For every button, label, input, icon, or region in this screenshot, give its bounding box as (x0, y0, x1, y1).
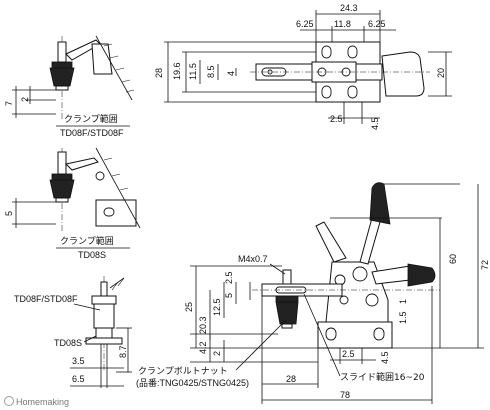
dim-60: 60 (448, 254, 458, 264)
end-view: TD08F/STD08F TD08S 8.7 3.5 6.5 (14, 276, 132, 388)
detail-td08s: 5 クランプ範囲 TD08S (4, 147, 141, 260)
front-pivot (339, 295, 349, 305)
detail1-tip (55, 85, 69, 91)
dim-72: 72 (480, 260, 490, 270)
front-arm-raised (315, 221, 347, 263)
brand-name: Homemaking (16, 397, 70, 407)
dim-6-25-left: 6.25 (296, 19, 314, 29)
front-base-hole (373, 327, 385, 341)
front-handle-raised-grip (369, 182, 391, 225)
dim-11-8: 11.8 (334, 19, 351, 29)
dim-7: 7 (4, 101, 14, 106)
front-nut (275, 295, 299, 303)
dim-5: 5 (4, 211, 14, 216)
dim-19-6: 19.6 (172, 62, 182, 80)
dim-1-5: 1.5 (398, 311, 408, 324)
nut-part-number: (品番:TNG0425/STNG0425) (136, 377, 249, 388)
end-model-lower: TD08S (54, 338, 82, 348)
end-arm (93, 303, 115, 329)
dim-4-2: 4.2 (198, 341, 208, 354)
brand-icon (4, 396, 14, 406)
top-view: 24.3 6.25 11.8 6.25 28 19.6 11.5 8.5 4 2… (154, 3, 452, 130)
detail1-caption: クランプ範囲 (64, 113, 118, 125)
top-handle-grip (381, 51, 425, 97)
dim-25: 25 (184, 302, 194, 312)
brand-watermark: Homemaking (4, 396, 69, 407)
detail-td08f: 7 2 クランプ範囲 TD08F/STD08F (4, 35, 135, 138)
dim-2-5: 2.5 (224, 271, 234, 284)
dim-8-5: 8.5 (206, 65, 216, 78)
detail1-spindle (49, 67, 75, 87)
detail2-slot (103, 207, 115, 217)
top-hole (321, 85, 332, 99)
dim-28: 28 (286, 374, 296, 384)
detail1-body (91, 43, 113, 75)
detail1-models: TD08F/STD08F (60, 128, 124, 138)
detail2-bolt (57, 151, 67, 175)
dim-78: 78 (340, 390, 350, 400)
detail2-ramp (95, 147, 141, 229)
dim-8-7: 8.7 (118, 345, 128, 358)
front-pivot-large (352, 266, 368, 282)
dim-6-5: 6.5 (72, 374, 85, 384)
top-hole (321, 45, 332, 59)
dim-3-5: 3.5 (72, 356, 85, 366)
detail2-nut (51, 173, 73, 181)
thread-label: M4x0.7 (238, 254, 268, 264)
detail2-tip (55, 197, 69, 203)
detail2-models: TD08S (78, 250, 106, 260)
detail2-base (95, 199, 137, 227)
end-bolt (100, 281, 108, 297)
dim-4: 4 (226, 71, 236, 76)
front-handle-neck (371, 265, 411, 285)
leader-line (73, 303, 101, 311)
dim-12-5: 12.5 (212, 298, 222, 316)
top-hole (347, 45, 358, 59)
front-handle-raised-neck (359, 217, 381, 265)
dim-4-5: 4.5 (370, 117, 380, 130)
slide-label: スライド範囲16~20 (340, 371, 425, 383)
leader-line (269, 263, 286, 275)
end-plate (85, 337, 123, 345)
dim-5: 5 (224, 293, 234, 298)
dim-front-2-5: 2.5 (342, 349, 355, 359)
dim-6-25-right: 6.25 (368, 19, 386, 29)
front-handle-grip (407, 263, 436, 287)
dim-1: 1 (398, 299, 408, 304)
dim-20-3: 20.3 (198, 316, 208, 334)
detail2-spindle (49, 179, 75, 199)
detail1-ramp (95, 35, 133, 101)
dim-2-5: 2.5 (330, 114, 343, 124)
leader-line (83, 335, 97, 343)
detail2-pivot (95, 171, 105, 181)
detail2-arm (64, 157, 99, 171)
front-view: M4x0.7 25 20.3 12.5 5 2.5 4.2 2 2.5 4.5 … (136, 182, 490, 404)
dim-2: 2 (20, 97, 30, 102)
detail1-nut (51, 61, 73, 69)
front-bolt (282, 269, 292, 285)
leader-line (235, 319, 287, 371)
end-nut (91, 295, 117, 305)
front-pivot (365, 293, 379, 307)
top-hole (347, 85, 358, 99)
dim-2: 2 (212, 351, 222, 356)
dim-24-3: 24.3 (340, 3, 358, 13)
detail1-bolt (57, 41, 67, 63)
front-tip (281, 323, 293, 329)
end-model-upper: TD08F/STD08F (14, 294, 78, 304)
dim-28: 28 (154, 68, 164, 78)
front-base-hole (325, 327, 337, 341)
nut-label: クランプボルトナット (138, 366, 228, 377)
dim-11-5: 11.5 (188, 63, 198, 80)
leader-line (303, 293, 341, 377)
detail2-caption: クランプ範囲 (60, 235, 114, 247)
dim-front-4-5: 4.5 (380, 351, 390, 364)
dim-20: 20 (436, 68, 446, 78)
end-spindle (95, 327, 113, 339)
front-spindle (275, 301, 299, 325)
